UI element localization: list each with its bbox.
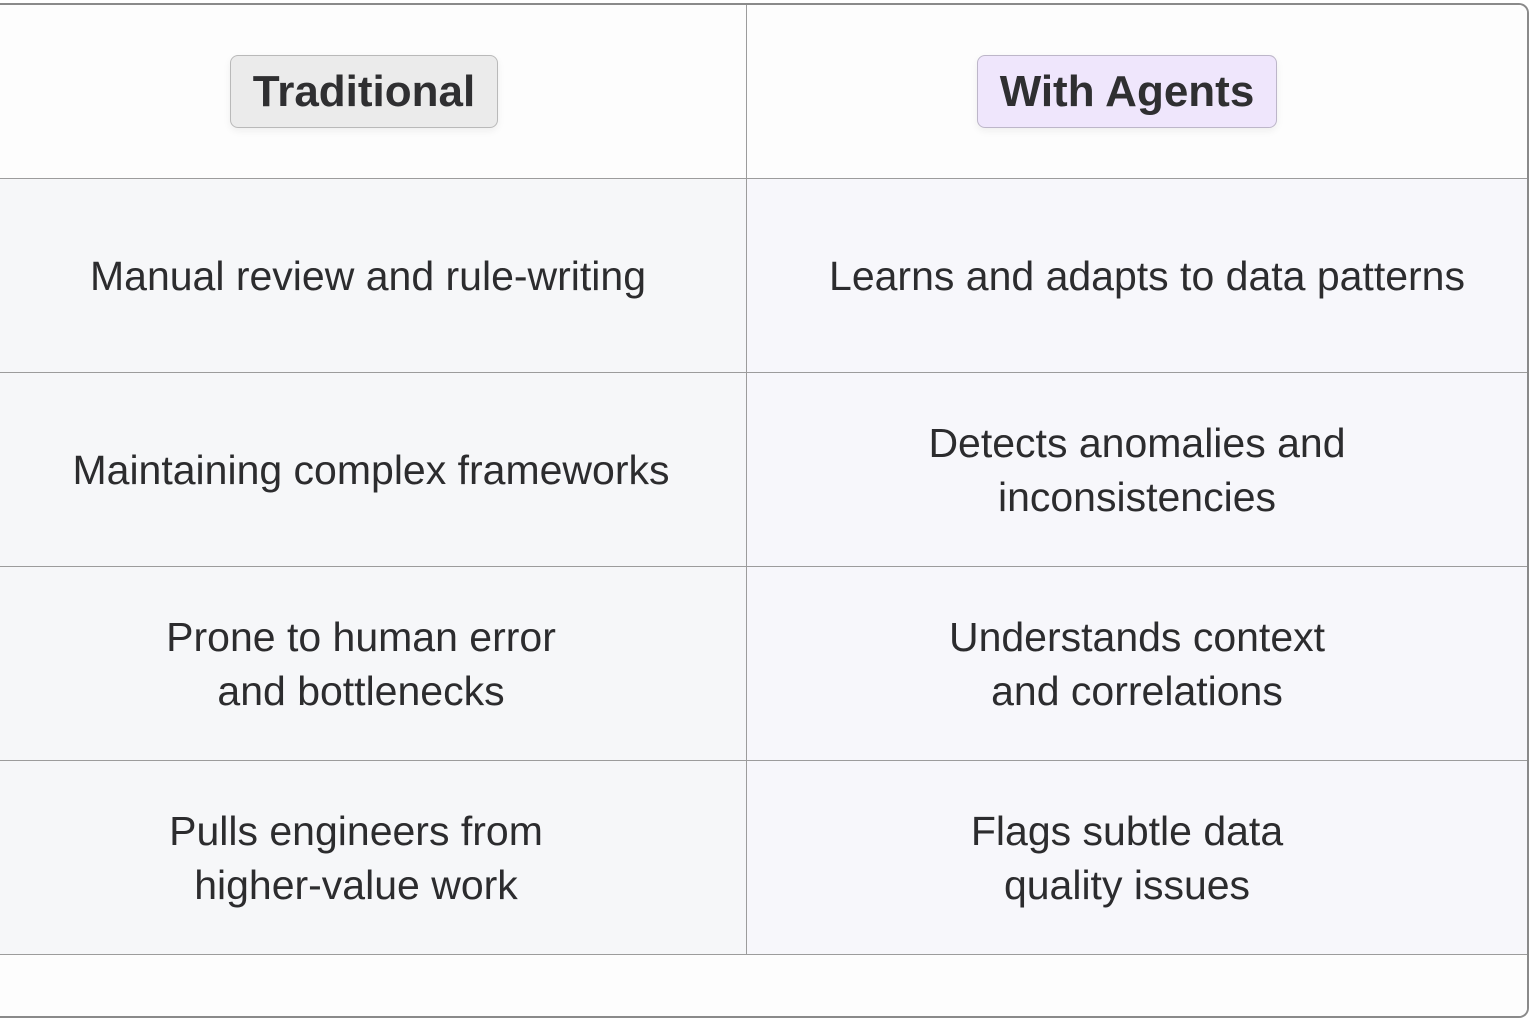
agents-cell: Learns and adapts to data patterns (747, 179, 1527, 372)
traditional-cell: Manual review and rule-writing (0, 179, 747, 372)
table-row: Manual review and rule-writing Learns an… (0, 179, 1527, 373)
agents-text: Understands context and correlations (948, 613, 1326, 714)
comparison-table: Traditional With Agents Manual review an… (0, 3, 1529, 1018)
agents-cell: Understands context and correlations (747, 567, 1527, 760)
traditional-cell: Maintaining complex frameworks (0, 373, 747, 566)
table-header-row: Traditional With Agents (0, 5, 1527, 179)
traditional-text: Pulls engineers from higher-value work (169, 807, 543, 908)
traditional-text: Maintaining complex frameworks (72, 446, 670, 493)
traditional-header-badge: Traditional (229, 55, 499, 128)
agents-cell: Detects anomalies and inconsistencies (747, 373, 1527, 566)
traditional-cell: Pulls engineers from higher-value work (0, 761, 747, 954)
header-cell-agents: With Agents (747, 5, 1527, 178)
agents-text: Flags subtle data quality issues (970, 807, 1284, 908)
traditional-text: Manual review and rule-writing (89, 252, 647, 299)
agents-cell: Flags subtle data quality issues (747, 761, 1527, 954)
table-row: Pulls engineers from higher-value work F… (0, 761, 1527, 955)
agents-header-badge: With Agents (976, 55, 1278, 128)
table-row: Maintaining complex frameworks Detects a… (0, 373, 1527, 567)
table-footer-spacer (0, 955, 1527, 1016)
header-cell-traditional: Traditional (0, 5, 747, 178)
traditional-cell: Prone to human error and bottlenecks (0, 567, 747, 760)
traditional-text: Prone to human error and bottlenecks (166, 613, 556, 714)
agents-text: Detects anomalies and inconsistencies (928, 419, 1346, 520)
agents-text: Learns and adapts to data patterns (829, 252, 1465, 299)
table-row: Prone to human error and bottlenecks Und… (0, 567, 1527, 761)
